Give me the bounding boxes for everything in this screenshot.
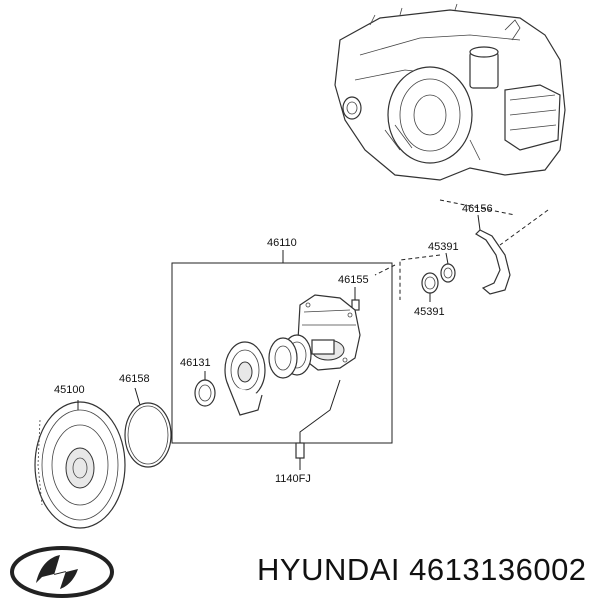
label-45100: 45100 xyxy=(54,384,85,396)
label-46110: 46110 xyxy=(267,237,297,249)
label-1140fj: 1140FJ xyxy=(275,473,311,485)
transmission-housing-drawing xyxy=(334,3,566,181)
brand-and-part-number: HYUNDAI 4613136002 xyxy=(257,552,587,588)
label-46156: 46156 xyxy=(462,203,493,215)
label-46155: 46155 xyxy=(338,274,369,286)
pump-gears-drawing xyxy=(268,334,312,379)
torque-converter-drawing xyxy=(34,401,126,529)
brand-name: HYUNDAI xyxy=(257,552,401,587)
label-45391-top: 45391 xyxy=(428,241,459,253)
hyundai-logo-icon xyxy=(10,546,114,598)
label-45391-bottom: 45391 xyxy=(414,306,445,318)
part-number: 4613136002 xyxy=(409,552,587,587)
pump-cover-drawing xyxy=(224,341,266,416)
label-46131: 46131 xyxy=(180,357,211,369)
label-46158: 46158 xyxy=(119,373,150,385)
